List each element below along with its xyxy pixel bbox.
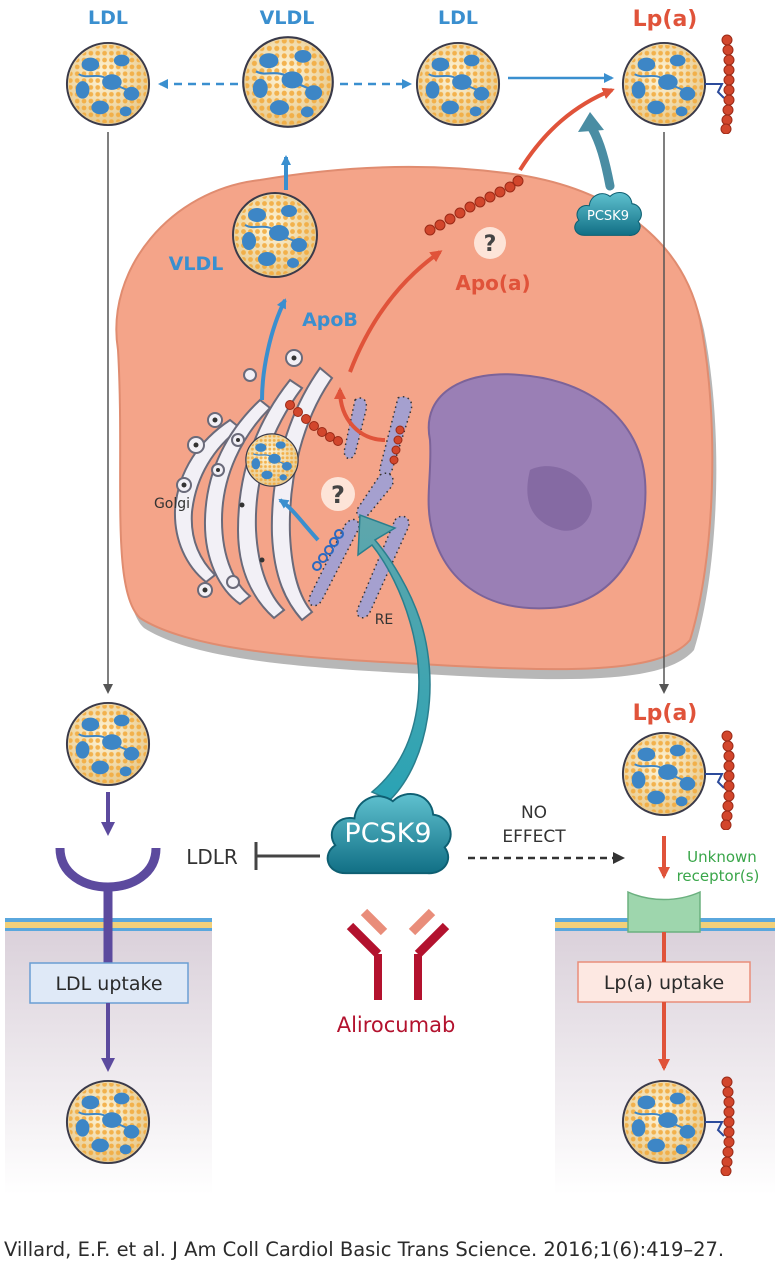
ldlr-receptor	[55, 847, 161, 892]
lpa-particle-internalized	[621, 1079, 707, 1165]
lpa-linker-internalized	[705, 1121, 725, 1137]
vldl-cell-label: VLDL	[169, 253, 224, 275]
question-mark-cell: ?	[331, 481, 345, 509]
golgi-apparatus	[173, 349, 334, 622]
ldl-top-right-label: LDL	[438, 7, 478, 29]
arrow-pcsk9-to-lpa	[587, 123, 615, 191]
apoa-label: Apo(a)	[455, 271, 530, 295]
apoa-free-chain	[424, 175, 524, 236]
lpa-particle-bottom	[621, 731, 707, 817]
unknown-receptor-label-1: Unknown	[687, 848, 757, 866]
lpa-particle-top	[621, 41, 707, 127]
er-blue-beads	[312, 529, 344, 571]
lpa-bottom-label: Lp(a)	[633, 701, 698, 726]
no-effect-label-1: NO	[521, 803, 547, 823]
no-effect-label-2: EFFECT	[502, 827, 566, 847]
question-bg-cell	[321, 477, 355, 511]
vldl-in-cell	[232, 192, 318, 278]
pcsk9-big-label: PCSK9	[344, 818, 431, 849]
unknown-receptor-label-2: receptor(s)	[677, 867, 760, 885]
ldl-particle-top-right	[415, 41, 501, 127]
ldl-top-left-label: LDL	[88, 7, 128, 29]
lpa-uptake-label: Lp(a) uptake	[604, 972, 724, 994]
unknown-receptor	[627, 890, 701, 933]
arrow-golgi-to-vldl	[260, 298, 287, 401]
question-mark-top: ?	[484, 232, 497, 257]
lpa-linker-top	[705, 83, 725, 99]
arrow-er-to-apoa-red	[334, 387, 386, 442]
pcsk9-intracellular-arrow	[357, 513, 431, 801]
golgi-label: Golgi	[154, 496, 190, 512]
vldl-top-label: VLDL	[260, 7, 315, 29]
arrow-apoa-secretion	[348, 250, 443, 373]
apoa-beads-top	[720, 34, 735, 134]
lpa-linker-bottom	[705, 773, 725, 789]
question-bg-top	[474, 227, 506, 259]
arrow-apoa-to-lpa	[518, 87, 615, 172]
ldl-particle-internalized	[65, 1079, 151, 1165]
alirocumab-antibody	[346, 908, 450, 1000]
golgi-particle	[245, 433, 299, 487]
re-label: RE	[375, 612, 394, 628]
citation: Villard, E.F. et al. J Am Coll Cardiol B…	[4, 1238, 725, 1261]
ldl-particle-bottom	[65, 701, 151, 787]
apoa-chain-in-cell	[285, 400, 343, 446]
ldl-uptake-label: LDL uptake	[55, 973, 162, 995]
ldl-particle-top-left	[65, 41, 151, 127]
er-red-beads	[389, 425, 405, 465]
pcsk9-small-label: PCSK9	[587, 209, 629, 224]
apob-label: ApoB	[302, 309, 358, 331]
alirocumab-label: Alirocumab	[337, 1013, 456, 1037]
nucleolus	[527, 466, 592, 531]
ldlr-label: LDLR	[186, 845, 238, 869]
arrow-er-to-golgi	[278, 498, 320, 542]
apoa-beads-bottom	[720, 730, 735, 830]
vldl-particle-top	[242, 36, 334, 128]
lpa-top-label: Lp(a)	[633, 7, 698, 32]
arrowhead-pcsk9-to-lpa	[578, 112, 604, 132]
